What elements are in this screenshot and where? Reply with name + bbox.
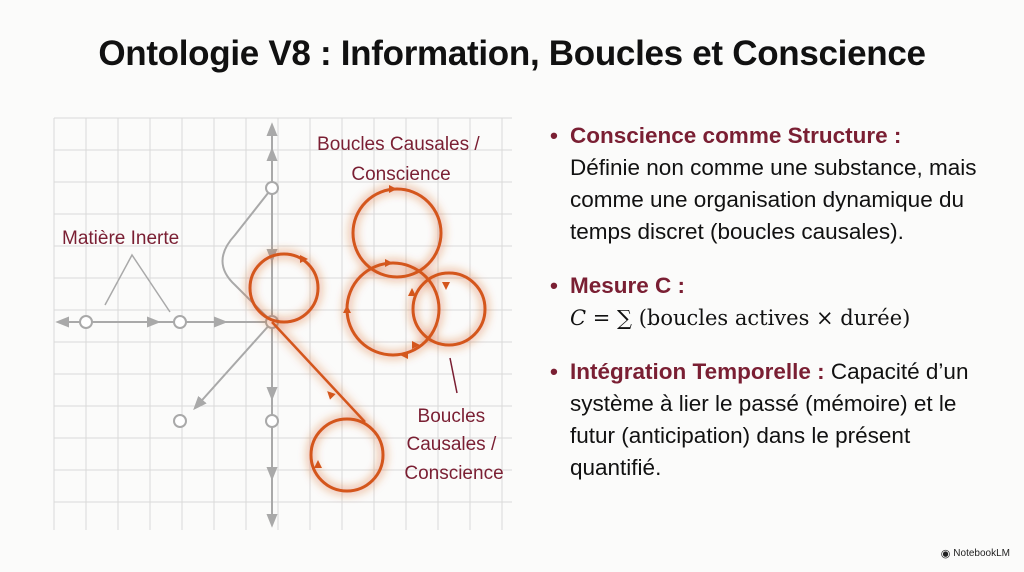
- notebooklm-logo-icon: ◉: [940, 548, 951, 560]
- bullet-heading: Mesure C :: [570, 273, 686, 298]
- label-inert-matter: Matière Inerte: [62, 228, 179, 249]
- brand-badge: ◉ NotebookLM: [941, 547, 1010, 560]
- label-top: Boucles Causales / Conscience: [317, 134, 485, 185]
- bullet-mesure: • Mesure C : C = ∑ (boucles actives × du…: [548, 270, 998, 334]
- grid: [53, 117, 512, 530]
- slide-title: Ontologie V8 : Information, Boucles et C…: [98, 34, 926, 73]
- bullet-heading: Intégration Temporelle :: [570, 359, 825, 384]
- bullet-text: Définie non comme une substance, mais co…: [570, 155, 977, 244]
- bullet-dot: •: [550, 273, 558, 298]
- bullet-conscience: • Conscience comme Structure : Définie n…: [548, 120, 998, 248]
- bullet-integration: • Intégration Temporelle : Capacité d’un…: [548, 356, 998, 484]
- label-leader-line: [449, 357, 458, 394]
- loop-arrows: [300, 185, 450, 468]
- bullet-dot: •: [550, 123, 558, 148]
- label-bottom: Boucles Causales / Conscience: [404, 406, 503, 484]
- brand-name: NotebookLM: [953, 548, 1010, 559]
- bullet-panel: • Conscience comme Structure : Définie n…: [548, 120, 998, 506]
- bullet-dot: •: [550, 359, 558, 384]
- formula: C = ∑ (boucles actives × durée): [570, 306, 911, 330]
- bullet-text: Capacité d’un système à lier le passé (m…: [570, 359, 969, 480]
- bullet-heading: Conscience comme Structure :: [570, 123, 902, 148]
